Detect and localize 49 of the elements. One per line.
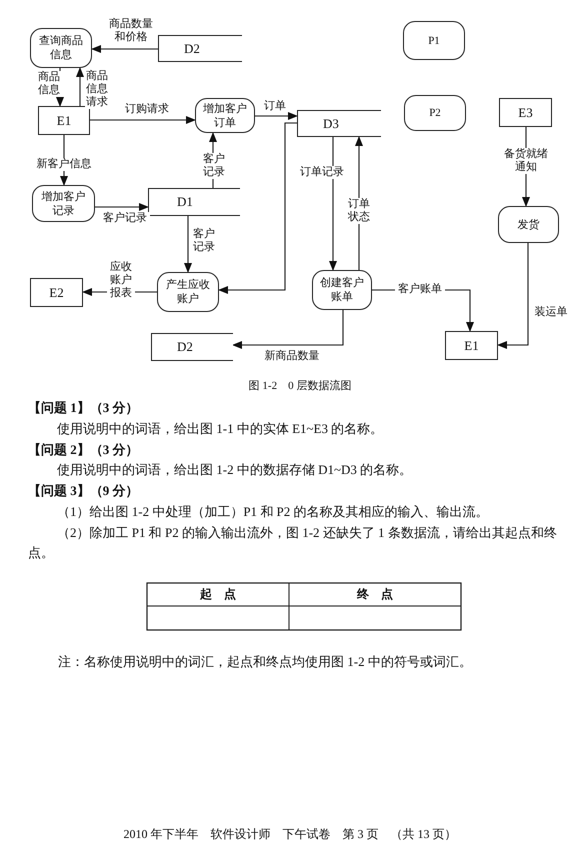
data-store: D2: [158, 35, 242, 62]
question-heading: 【问题 3】（9 分）: [28, 482, 138, 500]
edge-label: 客户记录: [192, 228, 216, 254]
process-box: 增加客户记录: [32, 185, 95, 222]
data-store: D3: [297, 110, 381, 137]
edge-label: 商品信息: [37, 71, 61, 97]
process-box: 创建客户账单: [312, 270, 372, 310]
question-text: 使用说明中的词语，给出图 1-2 中的数据存储 D1~D3 的名称。: [57, 461, 412, 479]
figure-caption: 图 1-2 0 层数据流图: [248, 378, 352, 394]
entity-box: E1: [38, 106, 90, 135]
note-text: 注：名称使用说明中的词汇，起点和终点均使用图 1-2 中的符号或词汇。: [58, 653, 472, 671]
question-text: （1）给出图 1-2 中处理（加工）P1 和 P2 的名称及其相应的输入、输出流。: [57, 503, 489, 521]
arrow: [255, 112, 298, 120]
entity-box: E2: [30, 278, 83, 307]
process-box: P2: [404, 95, 466, 131]
table-header: 终 点: [356, 586, 394, 603]
edge-label: 订单记录: [297, 166, 347, 179]
table-header: 起 点: [199, 586, 237, 603]
edge-label: 订单状态: [347, 198, 371, 224]
question-text: （2）除加工 P1 和 P2 的输入输出流外，图 1-2 还缺失了 1 条数据流，请给出其起点和终点。: [28, 524, 558, 562]
data-store: D1: [148, 188, 240, 216]
arrow: [218, 122, 297, 294]
edge-label: 客户记录: [100, 212, 150, 225]
process-box: 增加客户订单: [195, 98, 255, 133]
edge-label: 客户记录: [202, 153, 226, 179]
edge-label: 商品信息请求: [85, 70, 109, 109]
question-heading: 【问题 1】（3 分）: [28, 399, 138, 417]
question-text: 使用说明中的词语，给出图 1-1 中的实体 E1~E3 的名称。: [57, 420, 384, 438]
arrow: [91, 45, 158, 53]
entity-box: E3: [499, 98, 552, 127]
data-store: D2: [151, 333, 233, 361]
process-box: 查询商品信息: [30, 28, 92, 68]
arrow: [184, 216, 192, 273]
arrow: [497, 243, 529, 349]
edge-label: 订单: [262, 100, 288, 113]
process-box: 发货: [498, 206, 559, 243]
edge-label: 商品数量和价格: [106, 18, 156, 44]
arrow: [95, 203, 149, 211]
question-heading: 【问题 2】（3 分）: [28, 441, 138, 459]
edge-label: 应收账户报表: [107, 261, 135, 300]
arrow: [329, 137, 337, 271]
process-box: P1: [403, 21, 465, 60]
entity-box: E1: [445, 331, 498, 360]
arrow: [232, 310, 344, 349]
arrow: [76, 67, 84, 106]
process-box: 产生应收账户: [157, 272, 219, 312]
page-footer: 2010 年下半年 软件设计师 下午试卷 第 3 页 （共 13 页）: [0, 824, 580, 844]
arrow: [90, 116, 196, 124]
edge-label: 客户账单: [395, 283, 445, 296]
